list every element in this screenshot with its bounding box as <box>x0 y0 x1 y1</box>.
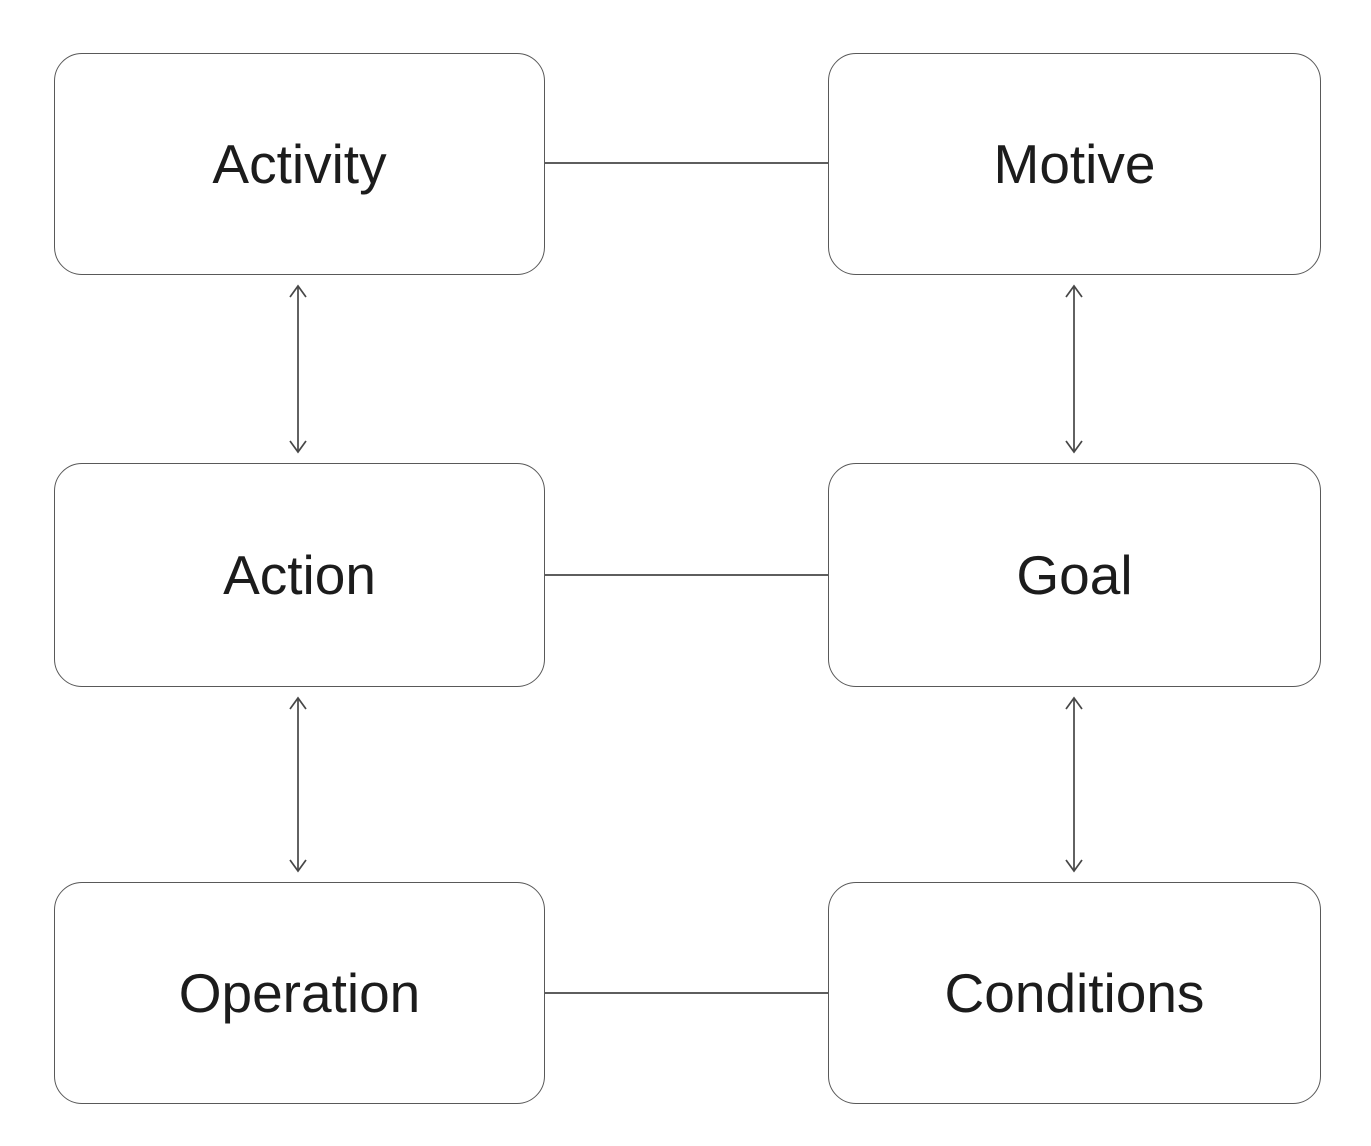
node-activity: Activity <box>54 53 545 275</box>
node-activity-label: Activity <box>212 133 387 195</box>
node-operation: Operation <box>54 882 545 1104</box>
node-goal-label: Goal <box>1016 544 1133 606</box>
node-conditions-label: Conditions <box>944 962 1205 1024</box>
node-motive: Motive <box>828 53 1321 275</box>
node-action-label: Action <box>223 544 376 606</box>
node-action: Action <box>54 463 545 687</box>
node-operation-label: Operation <box>178 962 421 1024</box>
node-goal: Goal <box>828 463 1321 687</box>
node-conditions: Conditions <box>828 882 1321 1104</box>
node-motive-label: Motive <box>993 133 1156 195</box>
